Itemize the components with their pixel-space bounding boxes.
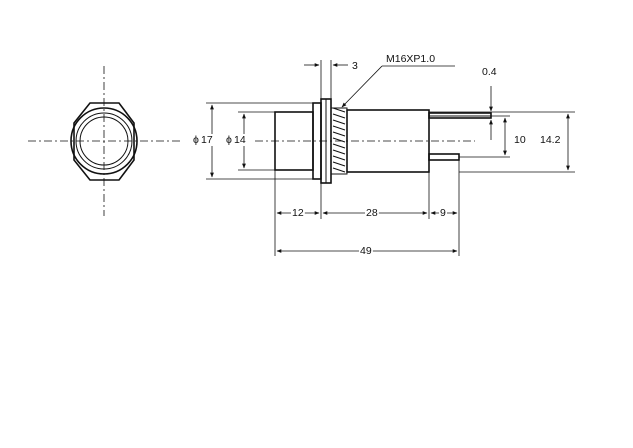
label-backing bbox=[291, 207, 305, 219]
label-backing bbox=[365, 207, 379, 219]
label-backing bbox=[539, 134, 562, 146]
thread-leader bbox=[341, 65, 383, 108]
label-len-total: 49 bbox=[360, 245, 372, 257]
label-backing bbox=[200, 134, 214, 146]
rear-body bbox=[346, 109, 430, 173]
label-len-body: 28 bbox=[366, 207, 378, 219]
dimension-lines bbox=[206, 60, 575, 256]
label-dia14-symbol: ϕ bbox=[226, 134, 232, 146]
label-backing bbox=[192, 134, 200, 146]
front-view bbox=[28, 66, 180, 216]
label-len-head: 12 bbox=[292, 207, 304, 219]
label-dia17-symbol: ϕ bbox=[193, 134, 199, 146]
label-dia17: 17 bbox=[201, 134, 213, 146]
label-len-pins: 9 bbox=[440, 207, 446, 219]
label-backing bbox=[481, 66, 498, 78]
pin-lower bbox=[428, 153, 460, 161]
label-pin-gap: 10 bbox=[514, 134, 526, 146]
dimension-labels: ϕ 17 ϕ 14 3 M16XP1.0 0.4 10 14.2 12 28 9… bbox=[192, 53, 562, 257]
label-pin-span: 14.2 bbox=[540, 134, 561, 146]
lens-circle bbox=[79, 116, 129, 166]
label-backing bbox=[225, 134, 233, 146]
label-pin-thickness: 0.4 bbox=[482, 66, 497, 78]
label-backing bbox=[359, 245, 373, 257]
hex-nut-outline bbox=[73, 102, 135, 181]
bezel-inner-circle bbox=[75, 112, 133, 170]
label-backing bbox=[439, 207, 447, 219]
thread-lines bbox=[332, 107, 346, 173]
label-backing bbox=[351, 60, 359, 72]
label-backing bbox=[233, 134, 247, 146]
label-dia14: 14 bbox=[234, 134, 246, 146]
side-view bbox=[255, 98, 492, 184]
label-thread: M16XP1.0 bbox=[386, 53, 435, 65]
label-flange-thickness: 3 bbox=[352, 60, 358, 72]
bezel-outer-circle bbox=[70, 107, 138, 175]
label-backing bbox=[385, 53, 437, 65]
label-backing bbox=[513, 134, 527, 146]
